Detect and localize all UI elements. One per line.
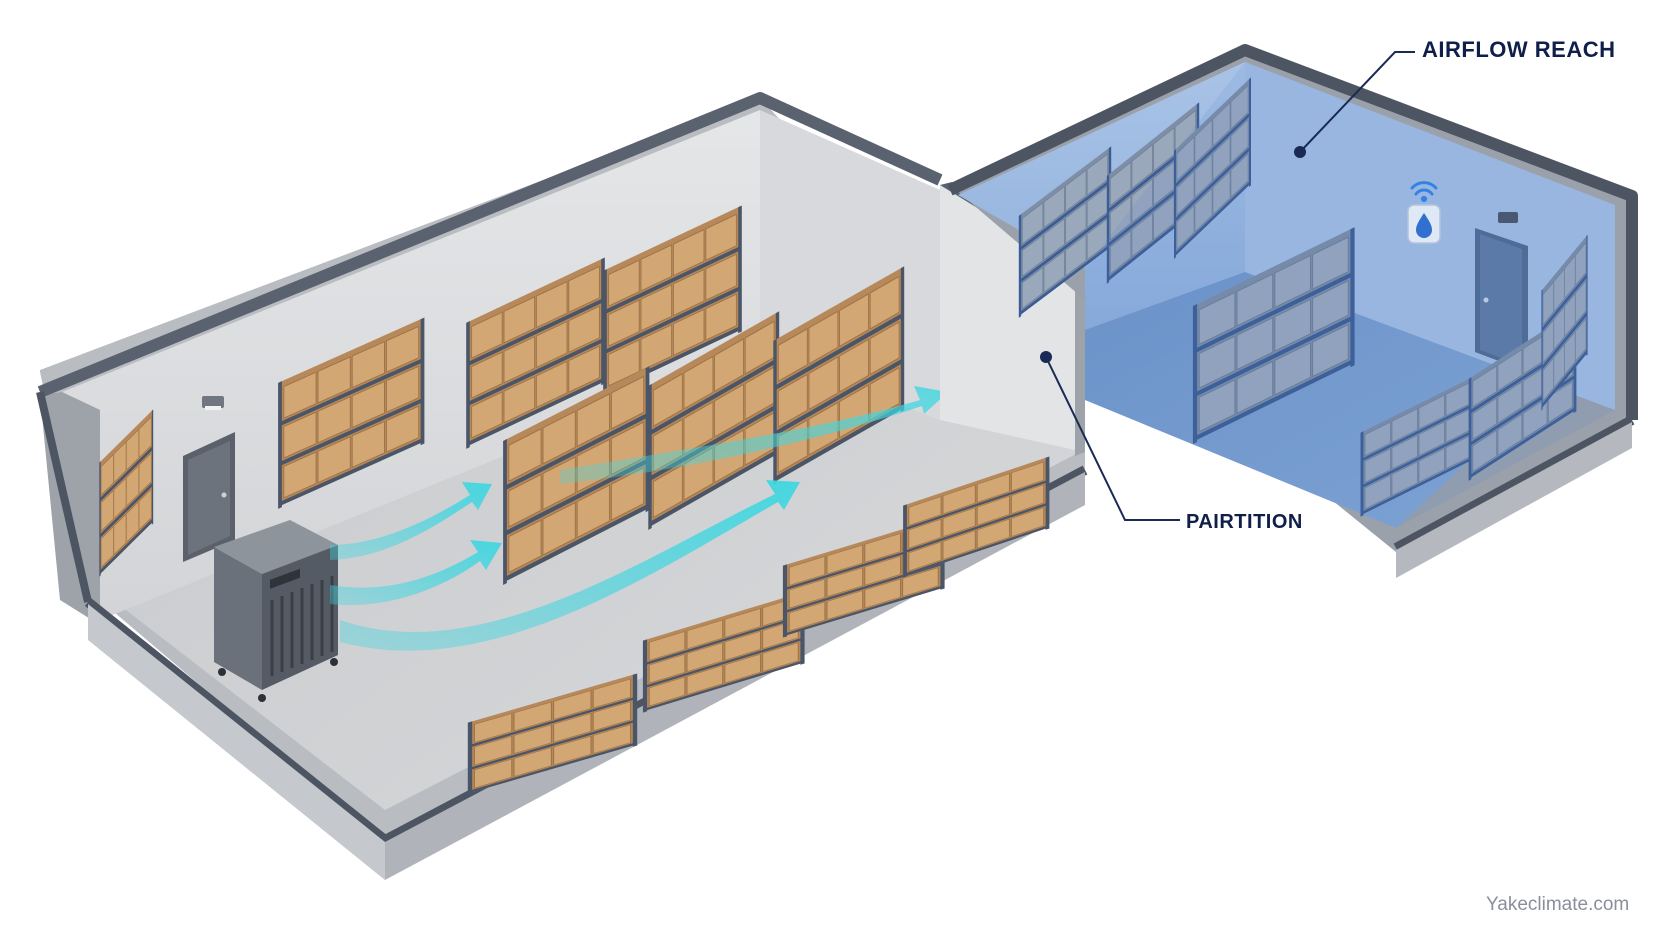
airflow-arrow — [330, 482, 492, 560]
callout-partition: PAIRTITION — [1040, 351, 1303, 533]
airflow-arrows — [330, 386, 948, 651]
partition-label: PAIRTITION — [1186, 511, 1303, 533]
humidity-sensor-icon — [1407, 181, 1441, 244]
airflow-arrow — [340, 480, 800, 651]
water-drop-icon — [1416, 213, 1432, 238]
airflow-arrow — [560, 386, 948, 484]
door-icon — [183, 432, 235, 562]
right-wall-cap — [947, 44, 1638, 420]
dehumidifier-unit-icon — [214, 520, 338, 702]
wall-light-icon — [1498, 212, 1518, 223]
callout-airflow-reach: AIRFLOW REACH — [1294, 37, 1615, 158]
door-icon — [1475, 228, 1528, 372]
airflow-reach-label: AIRFLOW REACH — [1422, 37, 1615, 62]
main-warehouse-room — [36, 92, 1088, 880]
front-low-wall — [88, 604, 385, 880]
watermark-text: Yakeclimate.com — [1486, 894, 1629, 915]
wall-light-icon — [202, 396, 224, 410]
dry-zone-room — [947, 44, 1638, 578]
wifi-icon — [1410, 181, 1438, 203]
airflow-arrow — [330, 540, 502, 606]
left-wall-cap — [37, 92, 943, 398]
